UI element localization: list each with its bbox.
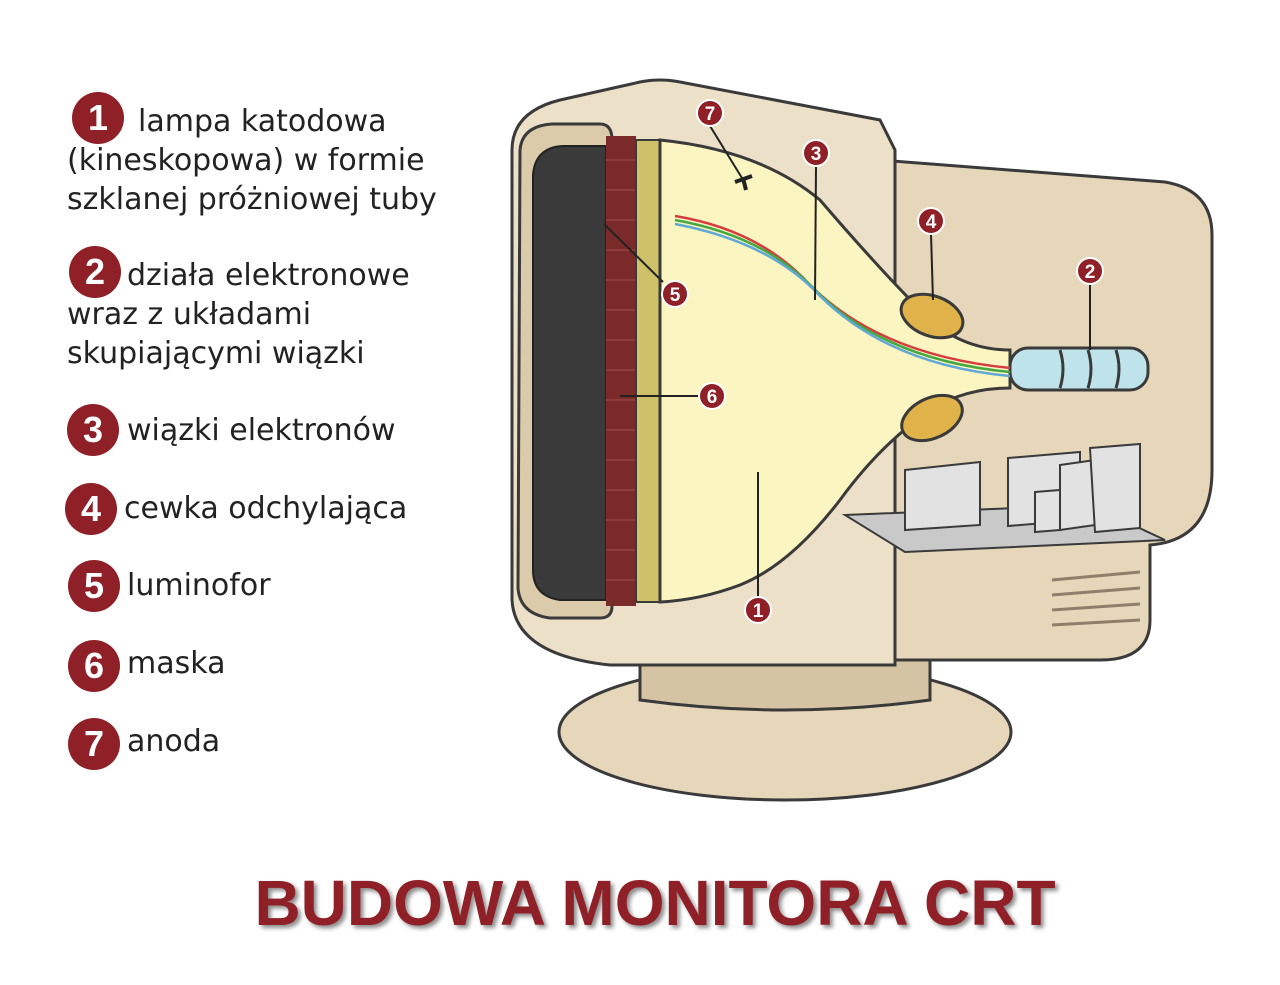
legend-label-4: cewka odchylająca	[124, 491, 408, 526]
svg-text:7: 7	[705, 104, 716, 125]
screen	[532, 145, 607, 601]
svg-text:2: 2	[1085, 262, 1096, 283]
diagram-marker-5: 5	[661, 280, 689, 308]
legend-badge-7: 7	[68, 718, 120, 770]
svg-text:1: 1	[753, 601, 764, 622]
legend-badge-3: 3	[67, 404, 119, 456]
legend-badge-2: 2	[69, 246, 121, 298]
deflection-coil-bottom	[900, 393, 964, 443]
legend-badge-6: 6	[68, 640, 120, 692]
vents	[1051, 570, 1141, 627]
legend-label-1: lampa katodowa (kineskopowa) w formie sz…	[67, 104, 437, 217]
diagram-marker-1: 1	[744, 596, 772, 624]
legend-badge-4: 4	[65, 483, 117, 535]
legend-label-3: wiązki elektronów	[127, 413, 396, 448]
legend-label-6: maska	[127, 646, 226, 681]
legend-badge-1: 1	[72, 92, 124, 144]
electronic-components	[904, 442, 1141, 534]
svg-text:3: 3	[811, 144, 822, 165]
svg-text:5: 5	[670, 285, 681, 306]
svg-text:6: 6	[707, 387, 718, 408]
legend-badge-5: 5	[68, 560, 120, 612]
deflection-coil-top	[899, 292, 965, 340]
svg-text:4: 4	[926, 212, 937, 233]
legend-label-5: luminofor	[127, 568, 271, 603]
phosphor-layer	[606, 136, 636, 606]
electron-gun	[1008, 346, 1150, 392]
legend-label-2: działa elektronowe wraz z układami skupi…	[67, 258, 410, 371]
diagram-marker-4: 4	[917, 207, 945, 235]
diagram-marker-7: 7	[696, 99, 724, 127]
diagram-marker-3: 3	[802, 139, 830, 167]
legend-label-7: anoda	[127, 724, 221, 759]
diagram-title: BUDOWA MONITORA CRT	[254, 867, 1056, 939]
anode	[734, 174, 753, 191]
mask-layer	[635, 139, 661, 603]
legend: 1 lampa katodowa (kineskopowa) w formie …	[0, 0, 520, 800]
stand-neck	[638, 653, 932, 712]
diagram-marker-6: 6	[698, 382, 726, 410]
diagram-marker-2: 2	[1076, 257, 1104, 285]
